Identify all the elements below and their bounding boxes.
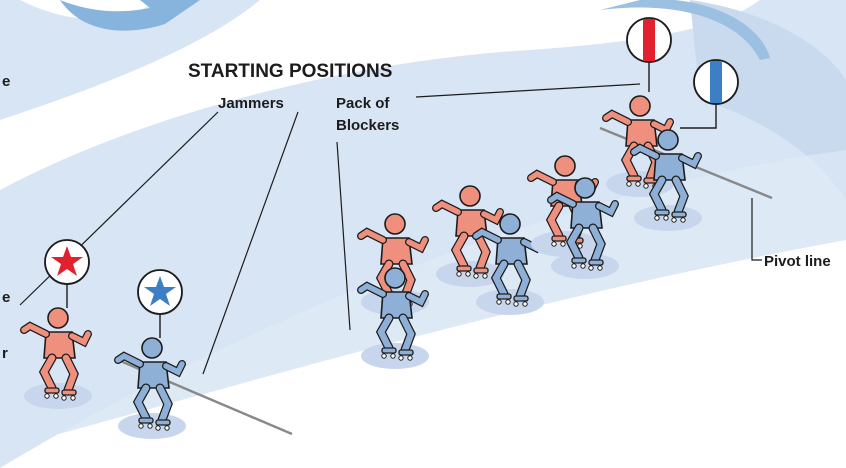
pack-label-line2: Blockers [336, 117, 399, 134]
blue-stripe-icon [710, 61, 722, 103]
pack-label-line1: Pack of [336, 95, 390, 112]
edge-fragment: e [2, 73, 10, 90]
jammers-label: Jammers [218, 95, 284, 112]
edge-fragment: r [2, 345, 8, 362]
diagram-title: STARTING POSITIONS [188, 61, 392, 82]
edge-fragment: e [2, 289, 10, 306]
red-stripe-icon [643, 19, 655, 61]
pivot-line-label: Pivot line [764, 253, 831, 270]
